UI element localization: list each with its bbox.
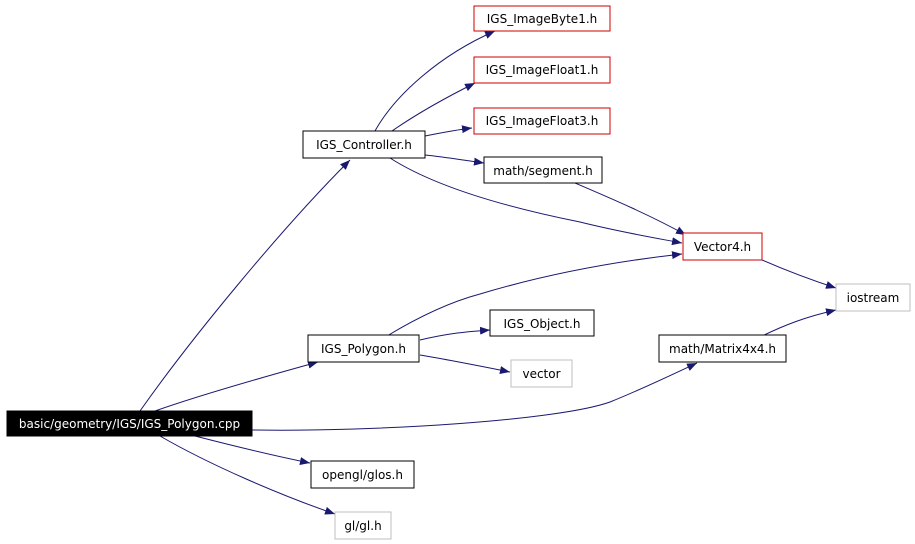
node-object-label: IGS_Object.h bbox=[504, 317, 581, 331]
node-polygon-label: IGS_Polygon.h bbox=[321, 342, 406, 356]
node-glos-box bbox=[310, 460, 415, 489]
node-object-box bbox=[489, 309, 595, 337]
node-imagefloat1[interactable]: IGS_ImageFloat1.h bbox=[473, 56, 611, 84]
node-iostream-label: iostream bbox=[847, 291, 900, 305]
edge-controller-to-segment bbox=[424, 154, 485, 166]
node-vector-label: vector bbox=[522, 367, 560, 381]
edge-vector4-to-iostream bbox=[761, 259, 837, 289]
node-imagebyte1-label: IGS_ImageByte1.h bbox=[487, 12, 598, 26]
node-imagefloat1-box bbox=[473, 56, 611, 84]
node-imagebyte1-box bbox=[473, 5, 611, 32]
edge-root-to-gl bbox=[159, 435, 336, 515]
node-vector4-box bbox=[682, 232, 763, 261]
node-matrix-box bbox=[658, 334, 787, 363]
node-vector4-label: Vector4.h bbox=[694, 240, 751, 254]
node-imagefloat3[interactable]: IGS_ImageFloat3.h bbox=[473, 107, 611, 135]
node-root-label: basic/geometry/IGS/IGS_Polygon.cpp bbox=[19, 417, 240, 431]
node-vector4[interactable]: Vector4.h bbox=[682, 232, 763, 261]
node-glos-label: opengl/glos.h bbox=[322, 468, 403, 482]
edge-matrix-to-iostream bbox=[761, 308, 837, 337]
node-matrix-label: math/Matrix4x4.h bbox=[669, 342, 776, 356]
node-segment-box bbox=[483, 156, 603, 184]
edge-polygon-to-vector bbox=[419, 354, 511, 374]
node-gl-label: gl/gl.h bbox=[344, 519, 381, 533]
edge-controller-to-imagefloat3 bbox=[424, 125, 473, 137]
node-vector-box bbox=[510, 359, 573, 388]
node-polygon-box bbox=[307, 334, 420, 363]
edge-polygon-to-object bbox=[419, 326, 491, 341]
node-controller-label: IGS_Controller.h bbox=[316, 138, 412, 152]
edge-root-to-glos bbox=[194, 435, 311, 465]
node-imagefloat3-label: IGS_ImageFloat3.h bbox=[486, 114, 599, 128]
edge-controller-to-vector4 bbox=[389, 157, 683, 246]
node-segment-label: math/segment.h bbox=[493, 164, 592, 178]
node-controller-box bbox=[302, 130, 426, 159]
node-controller[interactable]: IGS_Controller.h bbox=[302, 130, 426, 159]
edge-segment-to-vector4 bbox=[574, 182, 687, 236]
node-segment[interactable]: math/segment.h bbox=[483, 156, 603, 184]
edge-polygon-to-vector4 bbox=[386, 251, 683, 337]
node-imagebyte1[interactable]: IGS_ImageByte1.h bbox=[473, 5, 611, 32]
node-object[interactable]: IGS_Object.h bbox=[489, 309, 595, 337]
node-gl-box bbox=[334, 511, 392, 540]
node-vector[interactable]: vector bbox=[510, 359, 573, 388]
node-gl[interactable]: gl/gl.h bbox=[334, 511, 392, 540]
edge-root-to-polygon bbox=[154, 360, 319, 412]
node-root[interactable]: basic/geometry/IGS/IGS_Polygon.cpp bbox=[6, 410, 253, 437]
edge-root-to-controller bbox=[139, 159, 351, 412]
node-glos[interactable]: opengl/glos.h bbox=[310, 460, 415, 489]
node-matrix[interactable]: math/Matrix4x4.h bbox=[658, 334, 787, 363]
node-iostream-box bbox=[835, 283, 911, 312]
node-imagefloat3-box bbox=[473, 107, 611, 135]
node-polygon[interactable]: IGS_Polygon.h bbox=[307, 334, 420, 363]
edge-root-to-matrix bbox=[251, 362, 698, 431]
node-root-box bbox=[6, 410, 253, 437]
node-imagefloat1-label: IGS_ImageFloat1.h bbox=[486, 63, 599, 77]
edge-controller-to-imagefloat1 bbox=[391, 82, 476, 132]
edge-controller-to-imagebyte1 bbox=[374, 30, 496, 132]
node-iostream[interactable]: iostream bbox=[835, 283, 911, 312]
